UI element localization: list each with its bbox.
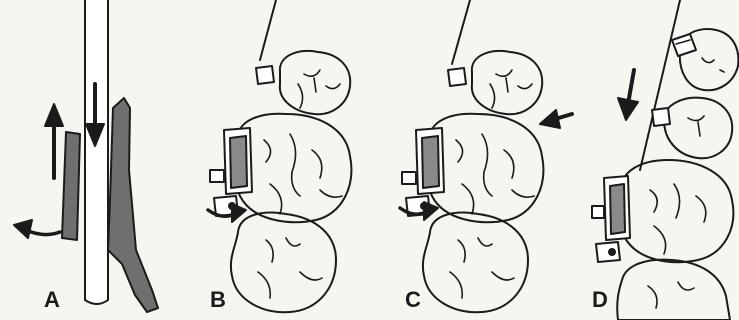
tooth-lower [423,213,528,313]
archwire [260,0,276,60]
archwire [452,0,470,64]
small-bracket [448,68,466,86]
panel-b [208,0,351,312]
left-bracket-bar [62,132,80,240]
bracket-assembly [210,128,252,216]
small-bracket [256,66,274,84]
vertical-post [85,0,108,304]
small-bracket [672,34,696,56]
panel-d [592,0,738,320]
up-arrow-icon [45,104,63,178]
curved-arrow-icon [14,220,60,238]
down-arrow-icon [618,70,638,120]
left-arrow-icon [540,110,572,128]
tooth-lower [231,213,336,313]
panel-label-c: C [405,287,421,313]
panel-a [14,0,158,312]
panel-label-d: D [592,287,608,313]
tooth-lower [617,260,730,320]
archwire [640,0,680,170]
right-bracket-piece [108,98,158,312]
bracket-assembly [592,176,630,262]
panel-label-a: A [44,287,60,313]
tooth-middle [620,160,733,262]
panel-label-b: B [210,287,226,313]
small-bracket [652,108,670,126]
panel-c [400,0,572,312]
